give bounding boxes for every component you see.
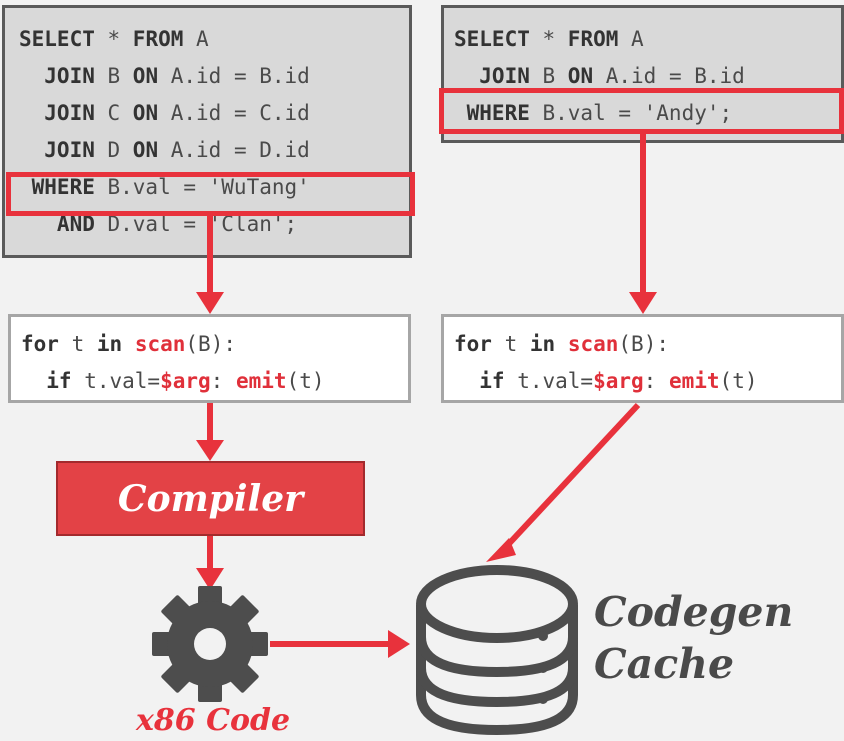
arrow-plan-to-cache — [502, 402, 641, 551]
compiler-label: Compiler — [117, 477, 304, 520]
arrowhead-cache-diag — [486, 538, 516, 562]
code-text: C — [94, 101, 133, 125]
code-text: (B): — [618, 332, 669, 356]
keyword: JOIN — [19, 138, 95, 162]
code-line: JOIN B ON A.id = B.id — [454, 59, 841, 93]
highlight-token: $arg — [160, 369, 211, 393]
keyword: ON — [132, 64, 159, 88]
arrowhead-compiler — [196, 440, 224, 461]
code-line: if t.val=$arg: emit(t) — [21, 364, 408, 398]
code-text: A.id = B.id — [593, 64, 745, 88]
gear-icon — [152, 586, 268, 702]
keyword: JOIN — [19, 64, 95, 88]
keyword: for — [21, 332, 59, 356]
database-icon — [416, 565, 578, 736]
code-text: t — [491, 332, 530, 356]
x86-code-label: x86 Code — [136, 703, 291, 738]
highlight-token: $arg — [593, 369, 644, 393]
code-line: JOIN C ON A.id = C.id — [19, 96, 409, 130]
code-text: A.id = D.id — [158, 138, 310, 162]
code-text: A — [618, 27, 644, 51]
code-text: t — [58, 332, 97, 356]
highlight-token: emit — [668, 369, 720, 393]
keyword: if — [454, 369, 505, 393]
plan-code-box-right: for t in scan(B): if t.val=$arg: emit(t) — [441, 314, 844, 403]
code-text: : — [643, 369, 669, 393]
code-text: : — [210, 369, 236, 393]
keyword: ON — [567, 64, 594, 88]
code-text: B.val = 'WuTang' — [94, 175, 310, 199]
code-text: A.id = C.id — [158, 101, 310, 125]
arrowhead-plan-left — [196, 292, 224, 314]
code-line: WHERE B.val = 'Andy'; — [454, 96, 841, 130]
arrowhead-cache — [388, 630, 410, 658]
keyword: in — [529, 332, 556, 356]
code-line: WHERE B.val = 'WuTang' — [19, 170, 409, 204]
code-text: B.val = 'Andy'; — [529, 101, 733, 125]
code-line: JOIN B ON A.id = B.id — [19, 59, 409, 93]
query-box-right: SELECT * FROM A JOIN B ON A.id = B.id WH… — [441, 5, 844, 143]
keyword: if — [21, 369, 72, 393]
code-line: SELECT * FROM A — [19, 22, 409, 56]
keyword: ON — [132, 101, 159, 125]
code-text: * — [94, 27, 133, 51]
keyword: FROM — [567, 27, 619, 51]
compiler-box: Compiler — [56, 461, 365, 536]
plan-code-box-left: for t in scan(B): if t.val=$arg: emit(t) — [8, 314, 411, 403]
code-text: A.id = B.id — [158, 64, 310, 88]
arrowhead-x86 — [196, 568, 224, 590]
code-line: if t.val=$arg: emit(t) — [454, 364, 841, 398]
code-line: JOIN D ON A.id = D.id — [19, 133, 409, 167]
arrow-heads — [196, 292, 657, 658]
codegen-cache-label-line2: Cache — [594, 640, 735, 688]
keyword: in — [96, 332, 123, 356]
keyword: for — [454, 332, 492, 356]
code-text: D.val = 'Clan'; — [94, 212, 298, 236]
highlight-token: scan — [134, 332, 186, 356]
where-highlight-left — [6, 172, 415, 216]
code-line: SELECT * FROM A — [454, 22, 841, 56]
keyword: WHERE — [19, 175, 95, 199]
code-line: for t in scan(B): — [21, 327, 408, 361]
code-text: B — [529, 64, 568, 88]
code-line: AND D.val = 'Clan'; — [19, 207, 409, 241]
code-line: for t in scan(B): — [454, 327, 841, 361]
highlight-token: scan — [567, 332, 619, 356]
code-text: (B): — [185, 332, 236, 356]
keyword: JOIN — [19, 101, 95, 125]
code-text: t.val= — [71, 369, 161, 393]
arrowhead-plan-right — [629, 292, 657, 314]
code-text: A — [183, 27, 209, 51]
keyword: JOIN — [454, 64, 530, 88]
code-text: (t) — [719, 369, 758, 393]
keyword: AND — [19, 212, 95, 236]
keyword: WHERE — [454, 101, 530, 125]
arrow-lines — [207, 134, 646, 647]
codegen-cache-label-line1: Codegen — [594, 588, 794, 636]
code-text: t.val= — [504, 369, 594, 393]
keyword: SELECT — [19, 27, 95, 51]
code-text: * — [529, 27, 568, 51]
code-text: B — [94, 64, 133, 88]
highlight-token: emit — [235, 369, 287, 393]
code-text: (t) — [286, 369, 325, 393]
keyword: FROM — [132, 27, 184, 51]
keyword: SELECT — [454, 27, 530, 51]
code-text: D — [94, 138, 133, 162]
where-highlight-right — [439, 88, 844, 134]
keyword: ON — [132, 138, 159, 162]
